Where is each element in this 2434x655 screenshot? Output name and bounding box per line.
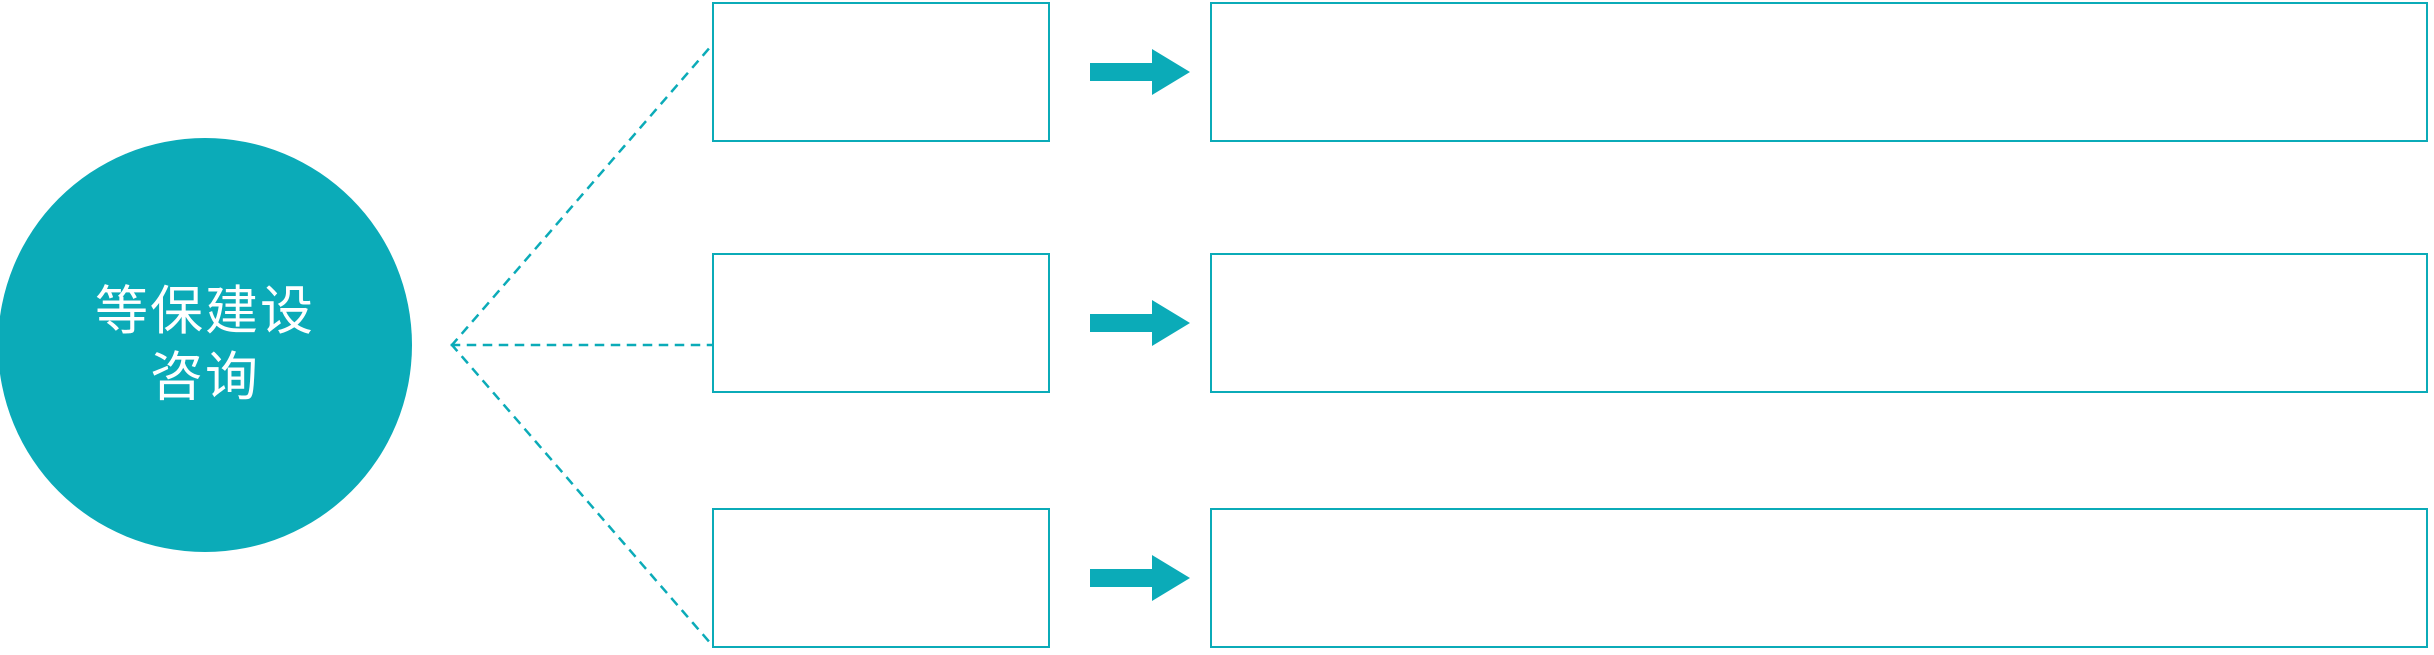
connector-line-bottom xyxy=(450,343,714,647)
large-box-row-1-label xyxy=(1212,4,2426,24)
large-box-row-3-label xyxy=(1212,510,2426,530)
small-box-row-2-label xyxy=(714,255,1048,275)
arrow-right-icon-row-3 xyxy=(1090,555,1190,601)
small-box-row-2[interactable] xyxy=(712,253,1050,393)
hub-circle[interactable]: 等保建设 咨询 xyxy=(0,138,412,552)
connector-line-top xyxy=(450,43,714,347)
large-box-row-2[interactable] xyxy=(1210,253,2428,393)
large-box-row-3[interactable] xyxy=(1210,508,2428,648)
arrow-right-icon-row-1 xyxy=(1090,49,1190,95)
small-box-row-3[interactable] xyxy=(712,508,1050,648)
small-box-row-1-label xyxy=(714,4,1048,24)
large-box-row-1[interactable] xyxy=(1210,2,2428,142)
hub-title-line-2: 咨询 xyxy=(150,348,260,407)
small-box-row-1[interactable] xyxy=(712,2,1050,142)
arrow-right-icon-row-2 xyxy=(1090,300,1190,346)
large-box-row-2-label xyxy=(1212,255,2426,275)
hub-title-line-1: 等保建设 xyxy=(95,282,315,342)
small-box-row-3-label xyxy=(714,510,1048,530)
